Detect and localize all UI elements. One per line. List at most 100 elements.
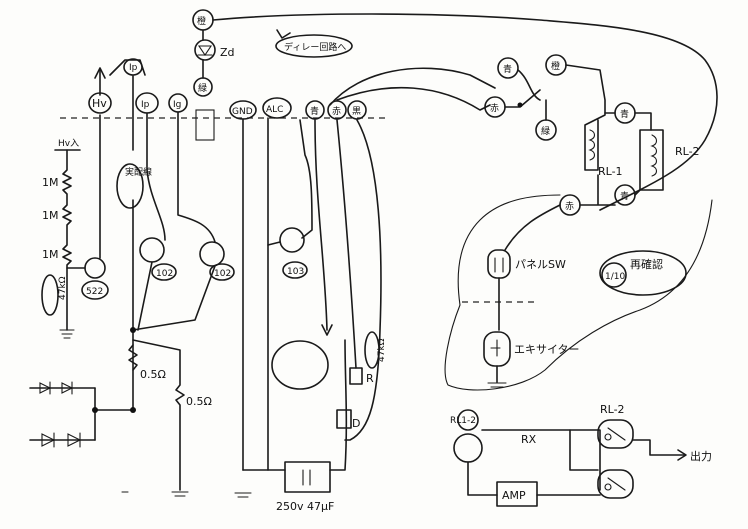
- cross-wire-label: 実配線: [125, 166, 152, 178]
- ip-top-wire: [109, 59, 146, 151]
- zener-diode: Zd: [194, 39, 235, 61]
- relay-blue-a-label: 青: [503, 63, 512, 75]
- ground-gnd: [234, 492, 252, 498]
- reconfirm-note: 1/10 再確認: [599, 250, 687, 296]
- rl2-label: RL-2: [675, 145, 700, 158]
- q1-label: 522: [86, 287, 103, 297]
- zener-label: Zd: [220, 46, 235, 59]
- connector-ig: Ig: [168, 93, 188, 113]
- ground-r6: [171, 491, 189, 497]
- cross-wire-callout: [116, 163, 144, 209]
- heater-label: 橙: [197, 15, 206, 27]
- relay-term-red-a: 赤: [484, 96, 506, 118]
- connector-blue: 青: [305, 100, 325, 120]
- ig-wire: [177, 111, 216, 243]
- r6-label: 0.5Ω: [186, 395, 212, 408]
- hv-in-label: Hv入: [58, 138, 79, 149]
- amp-wiring: [467, 461, 601, 496]
- r3-label: 1M: [42, 248, 59, 261]
- connector-hv-label: Hv: [92, 97, 107, 110]
- r6-resistor: [132, 339, 185, 491]
- rl2b-label: RL-2: [600, 403, 625, 416]
- void-loop: [271, 340, 329, 390]
- delay-circuit-label: ディレー回路へ: [284, 41, 346, 53]
- rl12-label: RL1-2: [450, 416, 476, 426]
- rl1-frame: [565, 64, 606, 171]
- exciter-label: エキサイター: [514, 343, 580, 356]
- diode-upper: [29, 381, 96, 395]
- ground-symbol: [59, 329, 75, 339]
- relay-rl2-contacts: RL-2: [597, 403, 634, 499]
- relay-blue-b-label: 青: [620, 108, 629, 120]
- relay-term-red-b: 赤: [559, 194, 581, 216]
- relay-orange-a-label: 橙: [551, 60, 560, 72]
- relay-green-a-label: 緑: [541, 125, 550, 137]
- inner-loop-wire: [336, 86, 491, 111]
- connector-red-label: 赤: [332, 106, 341, 117]
- amp-label: AMP: [502, 489, 526, 502]
- connector-ip-label: Ip: [141, 100, 150, 110]
- r2-label: 1M: [42, 209, 59, 222]
- emitter-bus: [132, 199, 216, 331]
- diode-join: [94, 387, 134, 441]
- relay-wiring: [579, 112, 652, 206]
- connector-black: 黒: [347, 100, 367, 120]
- cap-label: 250v 47μF: [276, 500, 334, 513]
- rl1-coil: [588, 129, 596, 161]
- diode-d: D: [336, 409, 360, 430]
- r4-label: 47kΩ: [58, 276, 68, 300]
- connector-alc-label: ALC: [266, 105, 283, 115]
- resistor-r: R: [349, 367, 374, 385]
- rl1-label: RL-1: [598, 165, 623, 178]
- q4-label: 103: [287, 267, 304, 277]
- r-label: R: [366, 372, 374, 385]
- transistor-q3: 102: [199, 241, 235, 281]
- output-label: 出力: [690, 449, 712, 463]
- relay-term-orange-a: 橙: [545, 54, 567, 76]
- ip-top-label: Ip: [129, 63, 138, 73]
- relay-term-blue-b: 青: [614, 102, 636, 124]
- hv-input: Hv入: [54, 138, 81, 151]
- q1-wiring: [66, 114, 101, 269]
- rl2-frame: [639, 129, 664, 191]
- output-arrow: [677, 449, 687, 461]
- q2-label: 102: [156, 269, 173, 279]
- d-label: D: [352, 417, 360, 430]
- rx-line: [481, 429, 601, 491]
- rl2-output-wiring: [569, 429, 686, 471]
- ip-top-terminal: Ip: [123, 58, 143, 76]
- cap-wiring: [242, 339, 348, 471]
- ground-exciter: [487, 382, 507, 388]
- blue-wire: [314, 119, 328, 331]
- panel-sw-wire: [504, 204, 561, 251]
- panel-switch: パネルSW: [487, 249, 566, 279]
- heater-wire: [212, 13, 718, 211]
- reconfirm-label: 再確認: [630, 257, 663, 271]
- rx-label: RX: [521, 433, 537, 446]
- ratio-label: 1/10: [605, 272, 625, 282]
- rl2-coil: [650, 134, 658, 177]
- r5-label: 0.5Ω: [140, 368, 166, 381]
- enclosure-boundary: [444, 199, 713, 391]
- transistor-q2: 102: [139, 237, 177, 281]
- diode-lower: [29, 432, 96, 448]
- connector-alc: ALC: [262, 97, 292, 119]
- connector-gnd-label: GND: [232, 107, 253, 117]
- blue-wire-arrow: [321, 324, 333, 336]
- capacitor: 250v 47μF: [276, 461, 334, 513]
- r5-resistor: [128, 344, 138, 371]
- relay-red-b-label: 赤: [565, 201, 574, 212]
- r4-callout: [41, 274, 59, 316]
- panel-sw-label: パネルSW: [515, 258, 566, 271]
- q4-alc-wire: [267, 119, 313, 246]
- black-wire: [344, 119, 382, 441]
- relay-term-blue-a: 青: [497, 57, 519, 79]
- enclosure-boundary-left: [457, 194, 561, 306]
- connector-ig-label: Ig: [173, 100, 181, 110]
- relay-red-a-label: 赤: [490, 103, 499, 114]
- connector-black-label: 黒: [352, 106, 361, 117]
- transistor-q1: 522: [81, 257, 109, 300]
- top-loop-wire: [329, 67, 496, 106]
